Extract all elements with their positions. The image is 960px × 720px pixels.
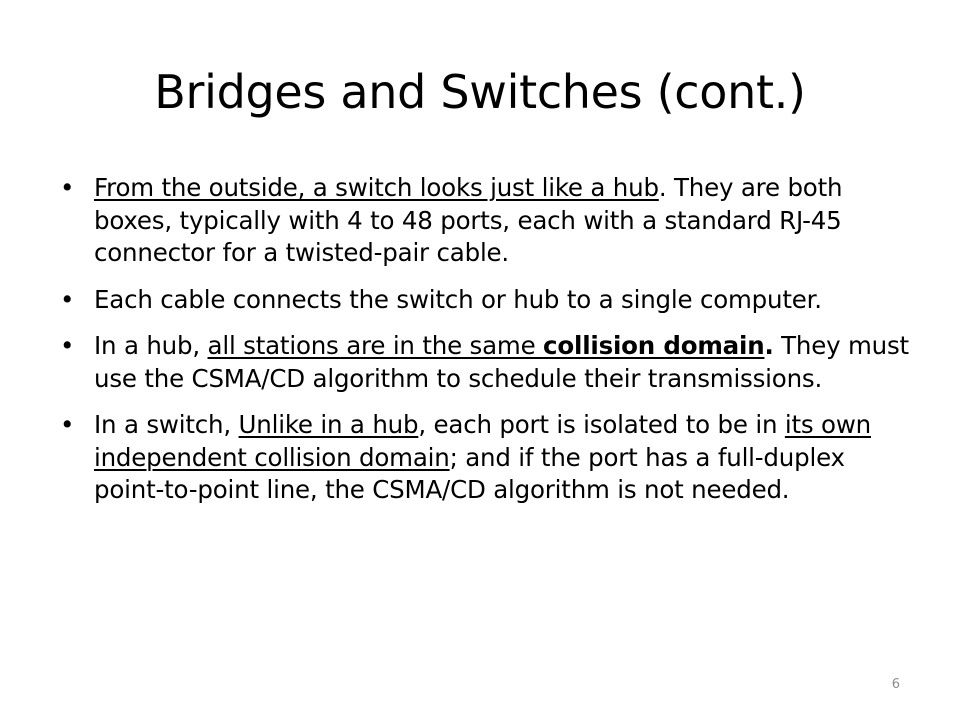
bullet-text-segment: collision domain: [543, 331, 765, 360]
bullet-text-segment: .: [764, 331, 774, 360]
bullet-icon: •: [60, 284, 75, 314]
page-number: 6: [891, 677, 900, 692]
bullet-list: • From the outside, a switch looks just …: [60, 172, 910, 521]
bullet-text-segment: Unlike in a hub: [238, 410, 419, 439]
bullet-item: • In a hub, all stations are in the same…: [60, 330, 910, 395]
bullet-text-segment: They must use the CSMA/CD algorithm to s…: [94, 331, 909, 393]
bullet-text-segment: . They are both boxes, typically with 4 …: [94, 173, 843, 267]
bullet-text-segment: ; and if the port has a full-duplex poin…: [94, 442, 845, 505]
bullet-text-segment: Each cable connects the switch or hub to…: [94, 284, 822, 314]
bullet-text-segment: In a hub,: [94, 331, 208, 360]
bullet-item: • From the outside, a switch looks just …: [60, 172, 910, 270]
bullet-icon: •: [60, 173, 75, 202]
bullet-text-segment: all stations are in the same: [207, 331, 544, 360]
bullet-icon: •: [60, 331, 75, 360]
bullet-text-segment: , each port is isolated to be in: [418, 410, 785, 439]
bullet-text-segment: its own independent collision domain: [94, 410, 871, 472]
bullet-text-segment: From the outside, a switch looks just li…: [94, 173, 659, 202]
bullet-icon: •: [60, 410, 75, 439]
bullet-item: • Each cable connects the switch or hub …: [60, 284, 910, 317]
slide-title: Bridges and Switches (cont.): [154, 65, 806, 119]
bullet-item: • In a switch, Unlike in a hub, each por…: [60, 409, 910, 507]
bullet-text-segment: In a switch,: [94, 410, 239, 439]
